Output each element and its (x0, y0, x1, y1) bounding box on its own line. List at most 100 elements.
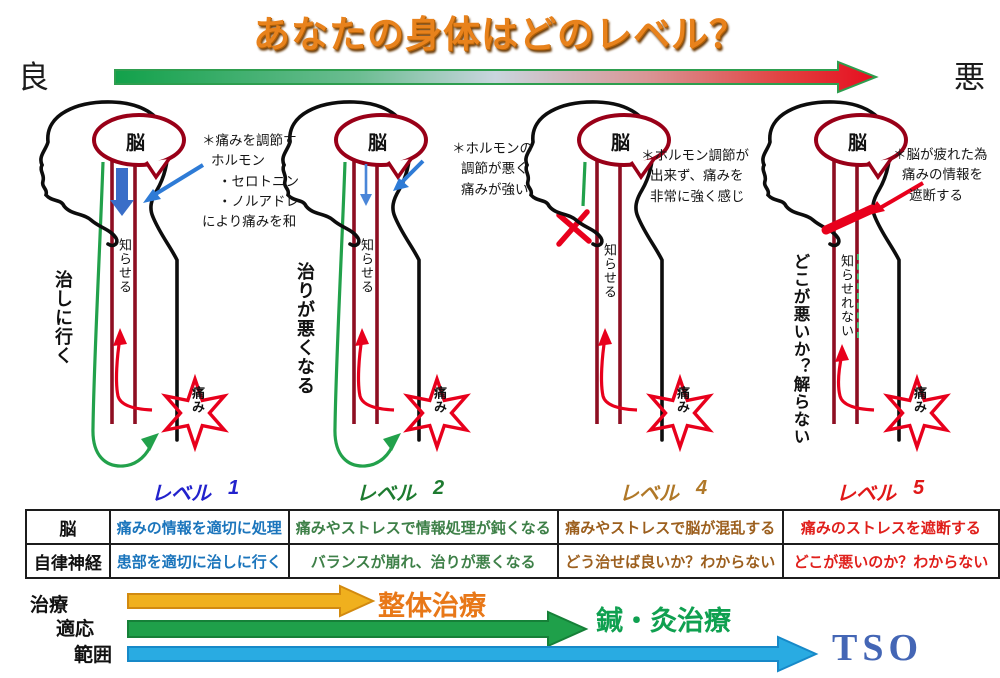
annotation-arrow-icon (868, 181, 925, 215)
gradient-arrow-shape (114, 60, 879, 94)
annotation-note-2: ＊ホルモンの 調節が悪く 痛みが強い (452, 139, 533, 200)
pain-signal-arrowhead-icon (113, 328, 127, 346)
figure-level-1: 脳 治しに行く 知らせる 痛み (30, 98, 260, 480)
table-cell: 痛みの情報を適切に処理 (108, 509, 290, 545)
annotation-line: により痛みを和 (202, 214, 297, 229)
brain-label: 脳 (611, 133, 631, 154)
cord-note: 知らせる (602, 243, 617, 299)
side-note: 治りが悪くなる (295, 262, 315, 395)
pain-signal-arrow (114, 337, 153, 412)
pain-signal-arrowhead-icon (598, 328, 612, 346)
table-cell: 患部を適切に治しに行く (108, 543, 290, 579)
annotation-arrow-icon (143, 163, 205, 203)
row-header: 自律神経 (25, 543, 111, 579)
pain-star-label: 痛み (912, 386, 927, 414)
level-number: 5 (912, 477, 925, 499)
annotation-line: 痛みの情報を (902, 167, 983, 183)
annotation-line: ・セロトニン (218, 173, 299, 189)
cord-note: 知らせる (359, 238, 374, 294)
treatment-scope-label-1: 治療 (30, 595, 69, 616)
brain-tail (144, 157, 171, 181)
pain-signal-arrow (599, 337, 638, 412)
levels-table: 脳 痛みの情報を適切に処理 痛みやストレスで情報処理が鈍くなる 痛みやストレスで… (25, 509, 1000, 579)
figure-4-drawing (524, 100, 714, 453)
brain-ellipse (577, 113, 671, 167)
page-title: あなたの身体はどのレベル？ (253, 14, 747, 55)
level-label-2: レベル 2 (356, 477, 444, 506)
hormone-arrow-icon (360, 164, 372, 206)
brain-tail (629, 157, 656, 181)
level-number: 2 (432, 477, 445, 499)
seitai-arrow (127, 584, 376, 618)
level-number: 1 (227, 477, 240, 499)
annotation-note-1: ＊痛みを調節す ホルモン ・セロトニン ・ノルアドレ により痛みを和 (202, 131, 299, 232)
axis-bad-label: 悪 (954, 60, 985, 95)
pain-star (161, 373, 229, 453)
brain-label: 脳 (368, 133, 388, 154)
side-note: 治しに行く (53, 270, 73, 365)
annotation-line: 出来ず、痛みを (650, 168, 744, 184)
brain-tail (386, 157, 413, 181)
brain-label: 脳 (848, 133, 868, 154)
brain-ellipse (92, 113, 186, 167)
side-note: どこが悪いか？解らない (791, 253, 809, 446)
level-word: レベル (150, 483, 211, 505)
hormone-arrow-icon (110, 168, 134, 216)
brain-tail (866, 157, 893, 181)
pain-signal-arrowhead-icon (835, 344, 849, 362)
heal-line (581, 161, 587, 207)
annotation-line: ・ノルアドレ (218, 193, 299, 209)
level-label-1: レベル 1 (151, 477, 239, 506)
level-word: レベル (355, 483, 416, 505)
pain-star (403, 373, 471, 453)
pain-star (883, 373, 951, 453)
table-row-brain: 脳 痛みの情報を適切に処理 痛みやストレスで情報処理が鈍くなる 痛みやストレスで… (25, 509, 1000, 545)
table-cell: どう治せば良いか？わからない (556, 543, 784, 579)
treatment-arrows (127, 584, 819, 673)
table-cell: どこが悪いのか？わからない (781, 543, 1000, 579)
annotation-arrow-icon (393, 159, 425, 191)
pain-star-label: 痛み (432, 386, 447, 414)
table-cell: 痛みやストレスで脳が混乱する (556, 509, 784, 545)
figure-level-2: 脳 治りが悪くなる 知らせる 痛み (272, 98, 502, 480)
level-label-5: レベル 5 (836, 477, 924, 506)
table-cell: 痛みやストレスで情報処理が鈍くなる (287, 509, 559, 545)
annotation-line: ＊脳が疲れた為 (893, 147, 988, 162)
spinal-cords (595, 153, 622, 424)
annotation-note-4: ＊ホルモン調節が 出来ず、痛みを 非常に強く感じ (641, 146, 749, 207)
annotation-note-5: ＊脳が疲れた為 痛みの情報を 遮断する (893, 145, 988, 206)
heal-line (91, 161, 154, 468)
cord-note: 知らせれない (837, 254, 859, 338)
heal-line (333, 161, 396, 468)
pain-signal-arrow (356, 337, 395, 412)
pain-star-label: 痛み (190, 386, 205, 414)
figure-5-drawing (761, 100, 951, 453)
axis-good-label: 良 (18, 60, 49, 95)
x-mark-icon (556, 209, 592, 247)
heal-arrowhead-icon (141, 433, 159, 451)
treatment-scope-label-3: 範囲 (74, 645, 113, 666)
level-word: レベル (835, 483, 896, 505)
annotation-line: ＊ホルモン調節が (641, 148, 749, 163)
row-header: 脳 (25, 509, 111, 545)
table-row-autonomic-nerves: 自律神経 患部を適切に治しに行く バランスが崩れ、治りが悪くなる どう治せば良い… (25, 543, 1000, 579)
brain-ellipse (814, 113, 908, 167)
annotation-line: ＊痛みを調節す (202, 133, 297, 148)
shinkyu-arrow (127, 610, 589, 648)
tso-arrow (127, 635, 819, 673)
spinal-cords (352, 153, 379, 424)
severity-gradient-arrow (114, 60, 879, 94)
brain-ellipse (334, 113, 428, 167)
annotation-line: 遮断する (909, 187, 963, 203)
shinkyu-label: 鍼・灸治療 (596, 606, 731, 636)
level-word: レベル (618, 483, 679, 505)
pain-signal-arrow (836, 353, 875, 412)
figure-level-4: 脳 知らせる 痛み (515, 98, 745, 480)
annotation-line: ホルモン (211, 153, 265, 169)
brain-label: 脳 (126, 133, 146, 154)
annotation-line: 痛みが強い (461, 181, 529, 197)
heal-arrowhead-icon (383, 433, 401, 451)
pain-star-label: 痛み (675, 386, 690, 414)
cord-note: 知らせる (117, 238, 132, 294)
